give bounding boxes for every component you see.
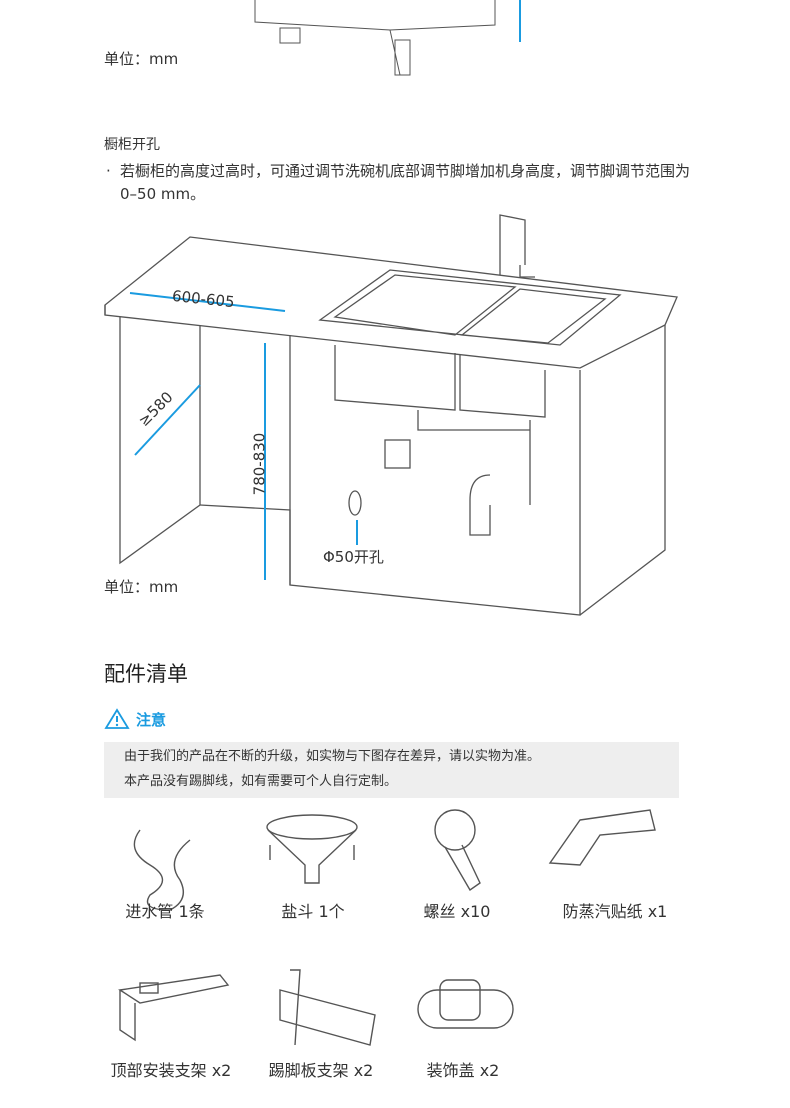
- warning-icon: [104, 708, 130, 729]
- dishwasher-bottom-illustration: [254, 0, 521, 76]
- warning-heading: 注意: [104, 708, 166, 730]
- hole-dimension: Φ50开孔: [323, 548, 384, 566]
- section-title: 橱柜开孔: [104, 137, 160, 153]
- accessory-label: 进水管 1条: [125, 902, 205, 921]
- bullet-note: ·若橱柜的高度过高时，可通过调节洗碗机底部调节脚增加机身高度，调节脚调节范围为0…: [106, 162, 691, 203]
- accessory-illustrations: [118, 809, 656, 1046]
- height-dimension: 780-830: [250, 432, 269, 496]
- accessory-label: 盐斗 1个: [281, 902, 345, 921]
- plinth-bracket-icon: [279, 969, 376, 1046]
- accessory-label: 顶部安装支架 x2: [110, 1061, 232, 1080]
- accessory-label: 装饰盖 x2: [426, 1061, 500, 1080]
- accessory-label: 防蒸汽贴纸 x1: [562, 902, 668, 921]
- screw-icon: [434, 809, 481, 892]
- unit-label: 单位：mm: [104, 50, 179, 68]
- decor-cap-icon: [417, 979, 514, 1029]
- unit-label: 单位：mm: [104, 578, 179, 596]
- accessory-label: 螺丝 x10: [423, 902, 491, 921]
- accessories-title: 配件清单: [104, 662, 188, 686]
- notice-box: 由于我们的产品在不断的升级，如实物与下图存在差异，请以实物为准。 本产品没有踢脚…: [104, 742, 679, 798]
- cabinet-cutout-diagram: [104, 214, 678, 616]
- accessory-label: 踢脚板支架 x2: [268, 1061, 374, 1080]
- salt-funnel-icon: [266, 814, 358, 884]
- top-bracket-icon: [118, 974, 230, 1042]
- inlet-hose-icon: [133, 829, 191, 911]
- steam-sticker-icon: [548, 809, 656, 866]
